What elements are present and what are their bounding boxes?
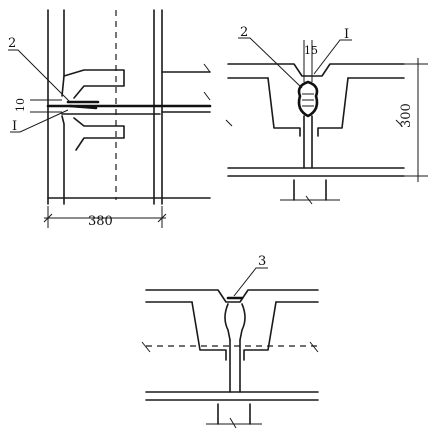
adjacent-wall-break [203,63,211,101]
bottom-bulb [224,303,246,341]
callout-1-left: I [12,119,17,134]
bottom-left-rib [191,301,227,361]
top-dimension-line [303,40,313,82]
callout-1-right: I [344,27,349,42]
width-dimension-text: 380 [88,214,113,229]
height-dimension-line [404,58,428,182]
right-detail: 300 15 2 I [225,25,428,205]
upper-panel-outline [63,69,125,99]
right-base-ticks [293,179,327,201]
gap-dimension-line [30,99,62,113]
callout-2-right: 2 [240,25,248,40]
bulb-joint [297,80,319,118]
callout-2-left: 2 [8,36,16,51]
bottom-slab-top-surface [145,289,319,303]
callout-3: 3 [258,254,266,269]
callout-3-leader [233,267,268,297]
left-slab-rib [267,77,301,137]
height-dimension-text: 300 [399,103,414,128]
right-detail-breaks [225,119,403,127]
callout-2-leader-left [8,49,71,103]
bulb-joint-hatch [302,93,314,107]
right-slab-rib [317,77,349,137]
right-base-break [305,195,313,205]
callout-2-leader-right [238,37,303,89]
callout-1-leader-left [10,109,69,133]
lower-panel-outline [73,117,125,151]
bottom-base-ticks [217,403,251,425]
bottom-detail: 3 [141,254,319,429]
callout-1-leader-right [313,39,352,75]
left-detail: 380 10 2 I [8,9,212,229]
bottom-base-break [229,417,237,429]
sealant-hatch [66,100,100,110]
left-inner-wall-line-lower [61,115,65,205]
slab-top-surface [227,63,405,77]
bottom-right-rib [243,301,277,361]
gap-dimension-text: 10 [14,98,27,112]
width-dimension-ticks [43,213,167,223]
top-dimension-text: 15 [304,44,318,57]
width-dimension-line [44,206,166,228]
bottom-neck [229,339,241,393]
bottom-detail-breaks [141,341,319,353]
left-inner-wall-line [61,9,65,97]
